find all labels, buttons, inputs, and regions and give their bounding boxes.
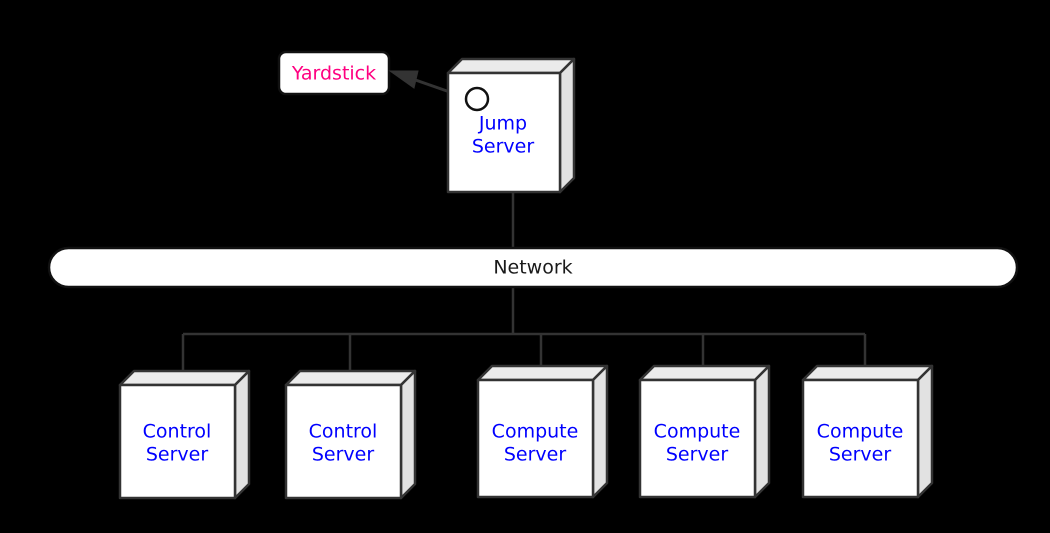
server-5-side-face — [916, 364, 934, 499]
server-1-label-line2: Server — [146, 444, 208, 466]
server-node-5[interactable]: Compute Server — [801, 364, 934, 499]
server-3-top-face — [476, 364, 609, 382]
server-2-side-face — [399, 369, 417, 500]
server-4-label-line1: Compute — [654, 421, 741, 443]
server-3-label-line2: Server — [504, 444, 566, 466]
server-2-label-line1: Control — [309, 421, 378, 443]
server-1-side-face — [233, 369, 251, 500]
jump-server-label-line1: Jump — [478, 113, 527, 135]
server-3-side-face — [591, 364, 609, 499]
server-1-top-face — [118, 369, 251, 387]
provided-interface-icon[interactable] — [464, 86, 490, 112]
jump-server-side-face — [558, 57, 576, 194]
server-4-top-face — [638, 364, 771, 382]
server-node-4[interactable]: Compute Server — [638, 364, 771, 499]
jump-server-top-face — [446, 57, 576, 75]
server-5-label-line2: Server — [829, 444, 891, 466]
network-bar[interactable] — [47, 246, 1019, 289]
jump-server-node[interactable]: Jump Server — [446, 57, 576, 194]
server-2-front-face[interactable] — [284, 383, 403, 500]
jump-server-label-line2: Server — [472, 136, 534, 158]
yardstick-node[interactable]: Yardstick — [277, 50, 391, 96]
server-2-top-face — [284, 369, 417, 387]
arrow-head-icon — [388, 70, 419, 89]
yardstick-box[interactable] — [277, 50, 391, 96]
server-5-front-face[interactable] — [801, 378, 920, 499]
network-label: Network — [493, 257, 572, 279]
server-4-side-face — [753, 364, 771, 499]
yardstick-label: Yardstick — [291, 63, 376, 85]
network-node[interactable]: Network — [47, 246, 1019, 289]
server-node-1[interactable]: Control Server — [118, 369, 251, 500]
connector-group — [181, 192, 867, 372]
server-4-front-face[interactable] — [638, 378, 757, 499]
server-1-label-line1: Control — [143, 421, 212, 443]
server-1-front-face[interactable] — [118, 383, 237, 500]
server-4-label-line2: Server — [666, 444, 728, 466]
server-2-label-line2: Server — [312, 444, 374, 466]
server-3-label-line1: Compute — [492, 421, 579, 443]
server-node-2[interactable]: Control Server — [284, 369, 417, 500]
server-5-label-line1: Compute — [817, 421, 904, 443]
server-3-front-face[interactable] — [476, 378, 595, 499]
server-node-3[interactable]: Compute Server — [476, 364, 609, 499]
server-5-top-face — [801, 364, 934, 382]
